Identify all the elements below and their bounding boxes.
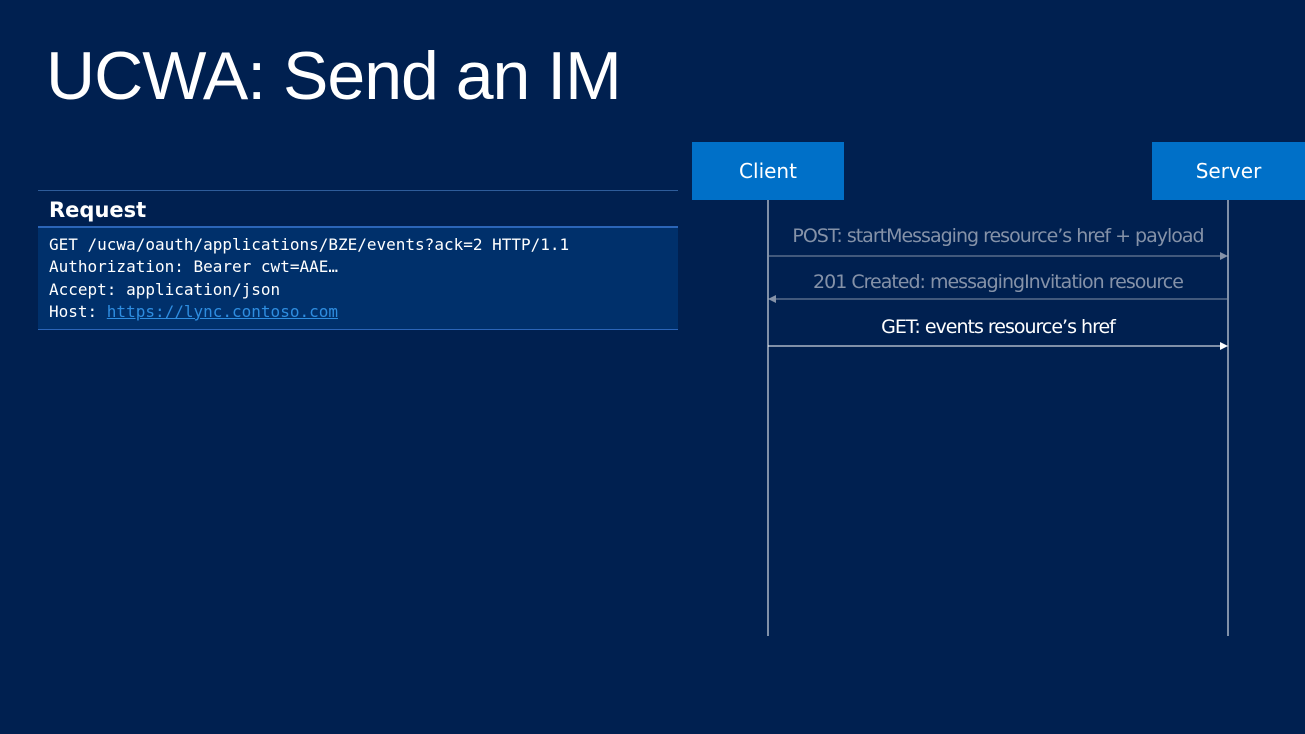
- request-line-accept: Accept: application/json: [49, 279, 281, 299]
- slide-title: UCWA: Send an IM: [46, 38, 622, 114]
- message-3-arrowhead: [1220, 342, 1228, 350]
- request-panel: Request GET /ucwa/oauth/applications/BZE…: [38, 190, 678, 331]
- request-body: GET /ucwa/oauth/applications/BZE/events?…: [38, 228, 678, 331]
- request-line-authorization: Authorization: Bearer cwt=AAE…: [49, 257, 338, 277]
- request-line-host: Host: https://lync.contoso.com: [49, 301, 667, 323]
- message-1-label: POST: startMessaging resource’s href + p…: [792, 225, 1204, 247]
- host-link[interactable]: https://lync.contoso.com: [106, 301, 338, 321]
- server-actor-box: Server: [1152, 142, 1305, 200]
- host-label: Host:: [49, 301, 107, 321]
- message-3-label: GET: events resource’s href: [881, 316, 1116, 338]
- message-2-arrowhead: [768, 295, 776, 303]
- client-actor-box: Client: [692, 142, 844, 200]
- message-1-arrowhead: [1220, 252, 1228, 260]
- message-2-label: 201 Created: messagingInvitation resourc…: [813, 271, 1184, 293]
- request-line-method: GET /ucwa/oauth/applications/BZE/events?…: [49, 235, 570, 254]
- request-header: Request: [38, 190, 678, 228]
